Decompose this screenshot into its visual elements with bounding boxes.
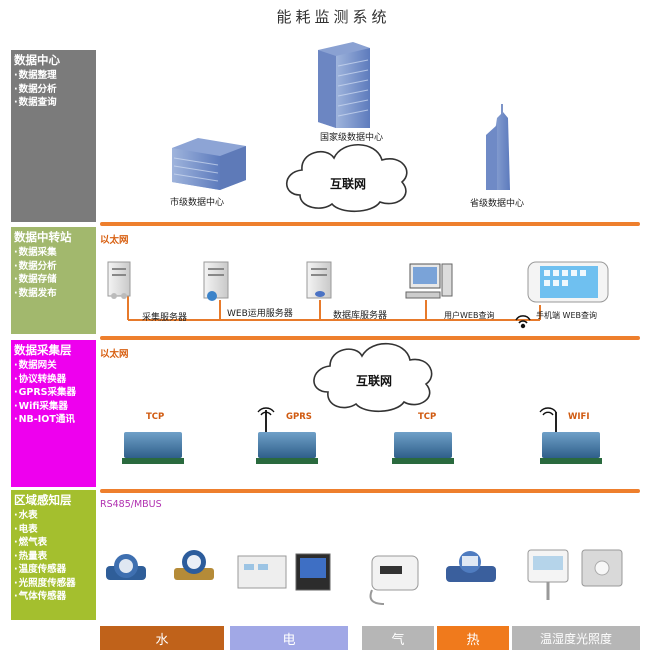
temperature-humidity-sensor-icon — [527, 549, 569, 600]
layer-title: 数据中心 — [14, 53, 60, 67]
water-meter-icon-2 — [174, 550, 214, 580]
layer-item: 数据发布 — [14, 287, 93, 301]
protocol-label-tcp: TCP — [146, 412, 165, 422]
layer-item: 数据网关 — [14, 359, 93, 373]
layer-item: 数据分析 — [14, 260, 93, 274]
server-label-mobile-web: 手机端 WEB查询 — [536, 311, 597, 320]
province-data-center-label: 省级数据中心 — [470, 199, 525, 209]
page-title: 能耗监测系统 — [276, 8, 391, 26]
protocol-label-tcp-2: TCP — [418, 412, 437, 422]
layer-item: 协议转换器 — [14, 373, 93, 387]
layer-item: GPRS采集器 — [14, 386, 93, 400]
light-sensor-icon — [581, 549, 623, 587]
ethernet-label: 以太网 — [100, 235, 129, 246]
internet-label-2: 互联网 — [356, 374, 393, 388]
internet-cloud-icon — [285, 144, 408, 213]
layer-item: 数据存储 — [14, 273, 93, 287]
layer-panel-relay: 数据中转站 数据采集 数据分析 数据存储 数据发布 — [11, 227, 96, 334]
protocol-label-gprs: GPRS — [286, 412, 312, 422]
category-temp-humidity-light: 温湿度光照度 — [512, 626, 640, 650]
layer-item: 电表 — [14, 523, 93, 537]
backbone-bar-1 — [100, 222, 640, 226]
national-data-center-label: 国家级数据中心 — [320, 133, 384, 143]
city-building-icon — [172, 138, 246, 190]
layer-item: Wifi采集器 — [14, 400, 93, 414]
desktop-computer-icon — [405, 263, 453, 299]
layer-panel-sensing: 区域感知层 水表 电表 燃气表 热量表 温度传感器 光照度传感器 气体传感器 — [11, 490, 96, 620]
backbone-bar-3 — [100, 489, 640, 493]
server-icon-database — [306, 261, 332, 299]
layer-item: 数据采集 — [14, 246, 93, 260]
server-label-collect: 采集服务器 — [142, 313, 188, 323]
layer-item: 燃气表 — [14, 536, 93, 550]
category-water: 水 — [100, 626, 224, 650]
layer-item: 水表 — [14, 509, 93, 523]
heat-meter-icon — [446, 551, 496, 582]
layer-title: 数据采集层 — [14, 343, 72, 357]
server-label-database: 数据库服务器 — [333, 311, 388, 321]
gas-meter-icon — [369, 555, 419, 605]
layer-item: 数据分析 — [14, 83, 93, 97]
server-label-web: WEB运用服务器 — [227, 309, 293, 319]
server-icon-collect — [107, 261, 131, 299]
gateway-device-icon-2 — [392, 432, 454, 464]
protocol-label-wifi: WIFI — [568, 412, 590, 422]
layer-item: 数据查询 — [14, 96, 93, 110]
layer-title: 数据中转站 — [14, 230, 72, 244]
power-analyzer-icon — [295, 553, 331, 591]
ethernet-label-2: 以太网 — [100, 349, 129, 360]
gprs-gateway-icon — [256, 407, 318, 464]
layer-item: 气体传感器 — [14, 590, 93, 604]
wifi-gateway-icon — [539, 407, 602, 464]
layer-item: 热量表 — [14, 550, 93, 564]
gateway-device-icon — [122, 432, 184, 464]
category-electric: 电 — [230, 626, 348, 650]
mobile-phone-icon — [527, 261, 609, 303]
bus-label: RS485/MBUS — [100, 499, 162, 510]
internet-label: 互联网 — [330, 177, 367, 191]
layer-item: 温度传感器 — [14, 563, 93, 577]
server-label-user-web: 用户WEB查询 — [444, 311, 495, 320]
wifi-icon — [515, 315, 531, 329]
category-gas: 气 — [362, 626, 434, 650]
internet-cloud-icon-2 — [313, 342, 433, 413]
layer-item: 数据整理 — [14, 69, 93, 83]
layer-title: 区域感知层 — [14, 493, 72, 507]
server-icon-web — [203, 261, 229, 301]
province-building-icon — [486, 104, 510, 190]
layer-item: 光照度传感器 — [14, 577, 93, 591]
layer-item: NB-IOT通讯 — [14, 413, 93, 427]
ethernet-bus — [127, 296, 541, 321]
water-meter-icon — [106, 554, 146, 580]
city-data-center-label: 市级数据中心 — [170, 198, 225, 208]
electric-meter-icon — [237, 555, 287, 589]
backbone-bar-2 — [100, 336, 640, 340]
category-heat: 热 — [437, 626, 509, 650]
layer-panel-acquisition: 数据采集层 数据网关 协议转换器 GPRS采集器 Wifi采集器 NB-IOT通… — [11, 340, 96, 487]
layer-panel-data-center: 数据中心 数据整理 数据分析 数据查询 — [11, 50, 96, 222]
national-building-icon — [318, 42, 370, 128]
